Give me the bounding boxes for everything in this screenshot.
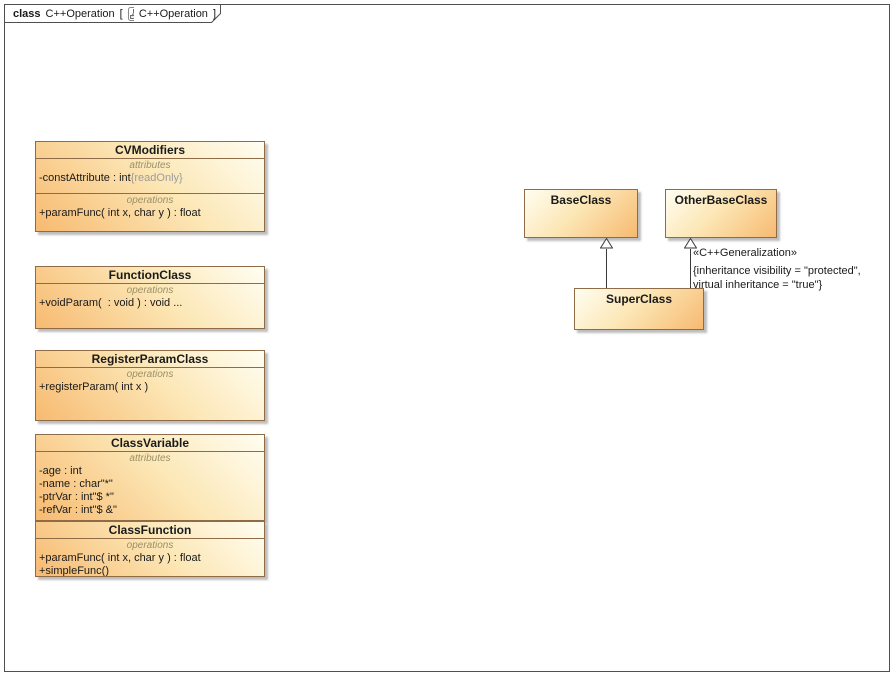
attribute-row[interactable]: -age : int bbox=[39, 465, 82, 477]
class-box-classvariable[interactable]: ClassVariable attributes -age : int -nam… bbox=[35, 434, 265, 521]
generalization-arrowhead-otherbaseclass[interactable] bbox=[684, 238, 697, 249]
class-box-baseclass[interactable]: BaseClass bbox=[524, 189, 638, 238]
compartment-label: operations bbox=[126, 195, 174, 206]
compartment-label: operations bbox=[126, 540, 174, 551]
generalization-stereotype-label[interactable]: «C++Generalization» bbox=[693, 247, 797, 259]
operation-row[interactable]: +voidParam( : void ) : void ... bbox=[39, 297, 183, 309]
frame-keyword: class bbox=[13, 7, 41, 20]
compartment-label: attributes bbox=[129, 453, 171, 464]
attribute-row[interactable]: -name : char"*" bbox=[39, 478, 113, 490]
operation-row[interactable]: +paramFunc( int x, char y ) : float bbox=[39, 207, 201, 219]
frame-bracket-open: [ bbox=[119, 7, 123, 20]
frame-bracket-close: ] bbox=[212, 7, 216, 20]
frame-title: C++Operation bbox=[45, 7, 115, 20]
attribute-row[interactable]: -ptrVar : int"$ *" bbox=[39, 491, 114, 503]
class-title: ClassFunction bbox=[108, 523, 192, 537]
class-box-superclass[interactable]: SuperClass bbox=[574, 288, 704, 330]
operation-row[interactable]: +simpleFunc() bbox=[39, 565, 109, 576]
class-diagram-icon bbox=[127, 6, 134, 21]
attributes-compartment: attributes -age : int -name : char"*" -p… bbox=[36, 451, 264, 520]
frame-diagram-name: C++Operation bbox=[138, 7, 208, 20]
attribute-row[interactable]: -constAttribute : int{readOnly} bbox=[36, 172, 264, 185]
generalization-constraint-line1[interactable]: {inheritance visibility = "protected", bbox=[693, 265, 861, 277]
class-title: FunctionClass bbox=[108, 268, 192, 282]
operations-compartment: operations +paramFunc( int x, char y ) :… bbox=[36, 193, 264, 231]
class-box-functionclass[interactable]: FunctionClass operations +voidParam( : v… bbox=[35, 266, 265, 329]
generalization-edge-baseclass[interactable] bbox=[606, 249, 607, 288]
operation-row[interactable]: +registerParam( int x ) bbox=[39, 381, 149, 393]
operations-compartment: operations +voidParam( : void ) : void .… bbox=[36, 283, 264, 328]
operation-row[interactable]: +paramFunc( int x, char y ) : float bbox=[39, 552, 201, 564]
attributes-compartment: attributes -constAttribute : int{readOnl… bbox=[36, 158, 264, 193]
attribute-tag: {readOnly} bbox=[130, 172, 183, 184]
attribute-text: -constAttribute : int bbox=[39, 172, 131, 184]
attribute-row[interactable]: -refVar : int"$ &" bbox=[39, 504, 117, 516]
operations-compartment: operations +paramFunc( int x, char y ) :… bbox=[36, 538, 264, 576]
class-box-classfunction[interactable]: ClassFunction operations +paramFunc( int… bbox=[35, 521, 265, 577]
class-box-registerparamclass[interactable]: RegisterParamClass operations +registerP… bbox=[35, 350, 265, 421]
class-title: CVModifiers bbox=[114, 143, 185, 157]
class-title: RegisterParamClass bbox=[91, 352, 209, 366]
generalization-arrowhead-baseclass[interactable] bbox=[600, 238, 613, 249]
operations-compartment: operations +registerParam( int x ) bbox=[36, 367, 264, 420]
compartment-label: attributes bbox=[129, 160, 171, 171]
diagram-frame-tab[interactable]: class C++Operation [ C++Operation ] bbox=[4, 4, 222, 24]
compartment-label: operations bbox=[126, 369, 174, 380]
diagram-frame-border bbox=[4, 4, 890, 672]
class-title: SuperClass bbox=[605, 292, 673, 306]
generalization-constraint-line2[interactable]: virtual inheritance = "true"} bbox=[693, 279, 823, 291]
frame-tab-content: class C++Operation [ C++Operation ] bbox=[4, 4, 216, 23]
class-title: OtherBaseClass bbox=[674, 193, 768, 207]
class-title: BaseClass bbox=[550, 193, 612, 207]
class-box-cvmodifiers[interactable]: CVModifiers attributes -constAttribute :… bbox=[35, 141, 265, 232]
class-title: ClassVariable bbox=[110, 436, 190, 450]
generalization-edge-otherbaseclass[interactable] bbox=[690, 249, 691, 288]
compartment-label: operations bbox=[126, 285, 174, 296]
frame-tab-shape bbox=[4, 4, 221, 23]
class-box-otherbaseclass[interactable]: OtherBaseClass bbox=[665, 189, 777, 238]
